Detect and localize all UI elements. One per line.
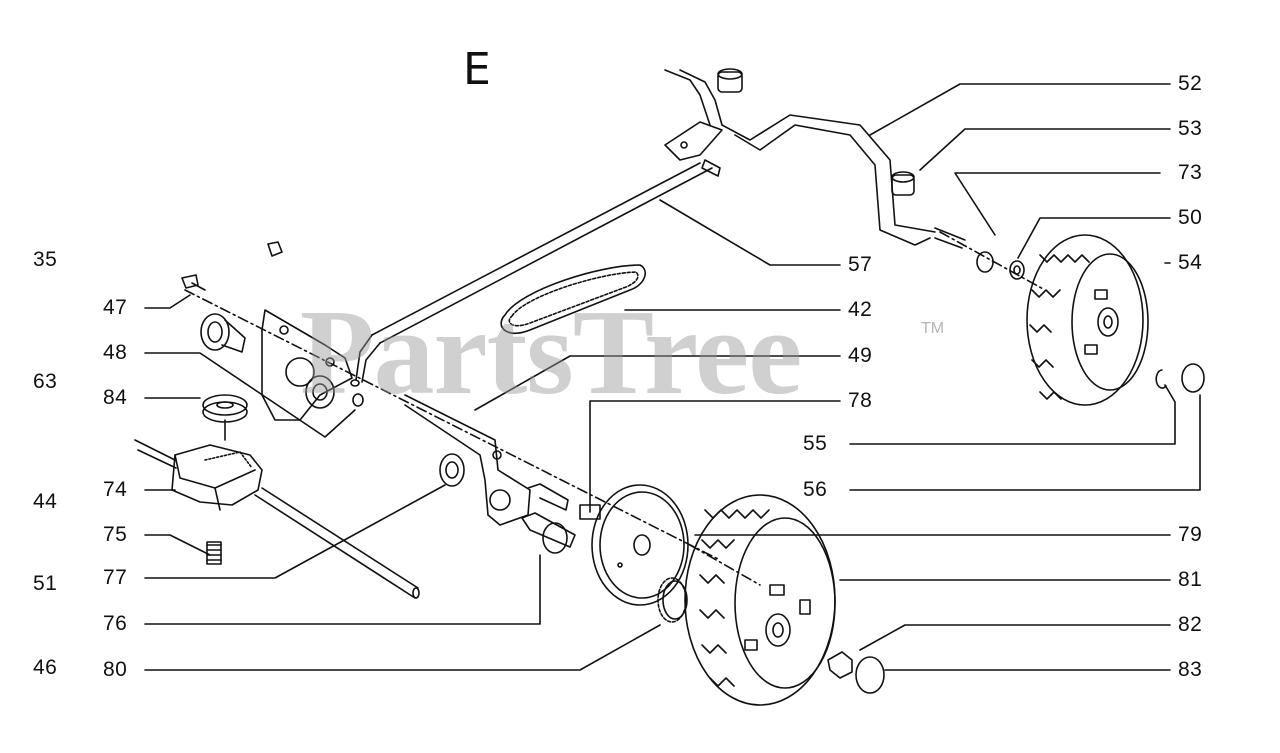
leader-80	[144, 624, 661, 671]
leader-52	[869, 83, 1171, 136]
leader-47	[144, 294, 191, 309]
callout-right: 49	[848, 344, 873, 367]
callout-right: 50	[1178, 206, 1203, 229]
leader-82	[859, 624, 1171, 651]
callout-far-left: 51	[33, 572, 58, 595]
callout-right: 57	[848, 253, 873, 276]
leader-77	[144, 484, 446, 579]
callout-right: 53	[1178, 117, 1203, 140]
callout-left: 76	[103, 612, 128, 635]
callout-right: 73	[1178, 161, 1203, 184]
callout-right: 83	[1178, 658, 1203, 681]
watermark: PartsTree	[300, 285, 802, 420]
callout-right: 79	[1178, 523, 1203, 546]
leader-57	[659, 199, 841, 266]
section-letter: E	[463, 44, 491, 95]
callout-left: 74	[103, 478, 128, 501]
leader-55	[849, 384, 1176, 445]
leader-56	[849, 394, 1201, 491]
callout-far-left: 44	[33, 490, 58, 513]
callout-right: 82	[1178, 613, 1203, 636]
callout-far-left: 35	[33, 248, 58, 271]
leader-53	[919, 128, 1171, 171]
callout-right: 54	[1178, 251, 1203, 274]
callout-left: 84	[103, 386, 128, 409]
leader-49	[474, 355, 841, 411]
callout-far-left: 63	[33, 370, 58, 393]
callout-left: 47	[103, 296, 128, 319]
leader-50	[1017, 217, 1171, 259]
callout-right: 52	[1178, 72, 1203, 95]
callout-left: 77	[103, 566, 128, 589]
callout-left: 80	[103, 658, 128, 681]
callout-right: 56	[803, 478, 828, 501]
callout-right: 55	[803, 432, 828, 455]
leader-78	[589, 400, 841, 513]
leader-76	[144, 554, 541, 625]
watermark-trademark: TM	[921, 320, 945, 337]
callout-right: 81	[1178, 568, 1203, 591]
callout-left: 75	[103, 523, 128, 546]
callout-right: 42	[848, 298, 873, 321]
callout-left: 48	[103, 341, 128, 364]
leader-75	[144, 534, 211, 556]
callout-right: 78	[848, 389, 873, 412]
callout-far-left: 46	[33, 656, 58, 679]
leader-73	[954, 172, 1161, 236]
